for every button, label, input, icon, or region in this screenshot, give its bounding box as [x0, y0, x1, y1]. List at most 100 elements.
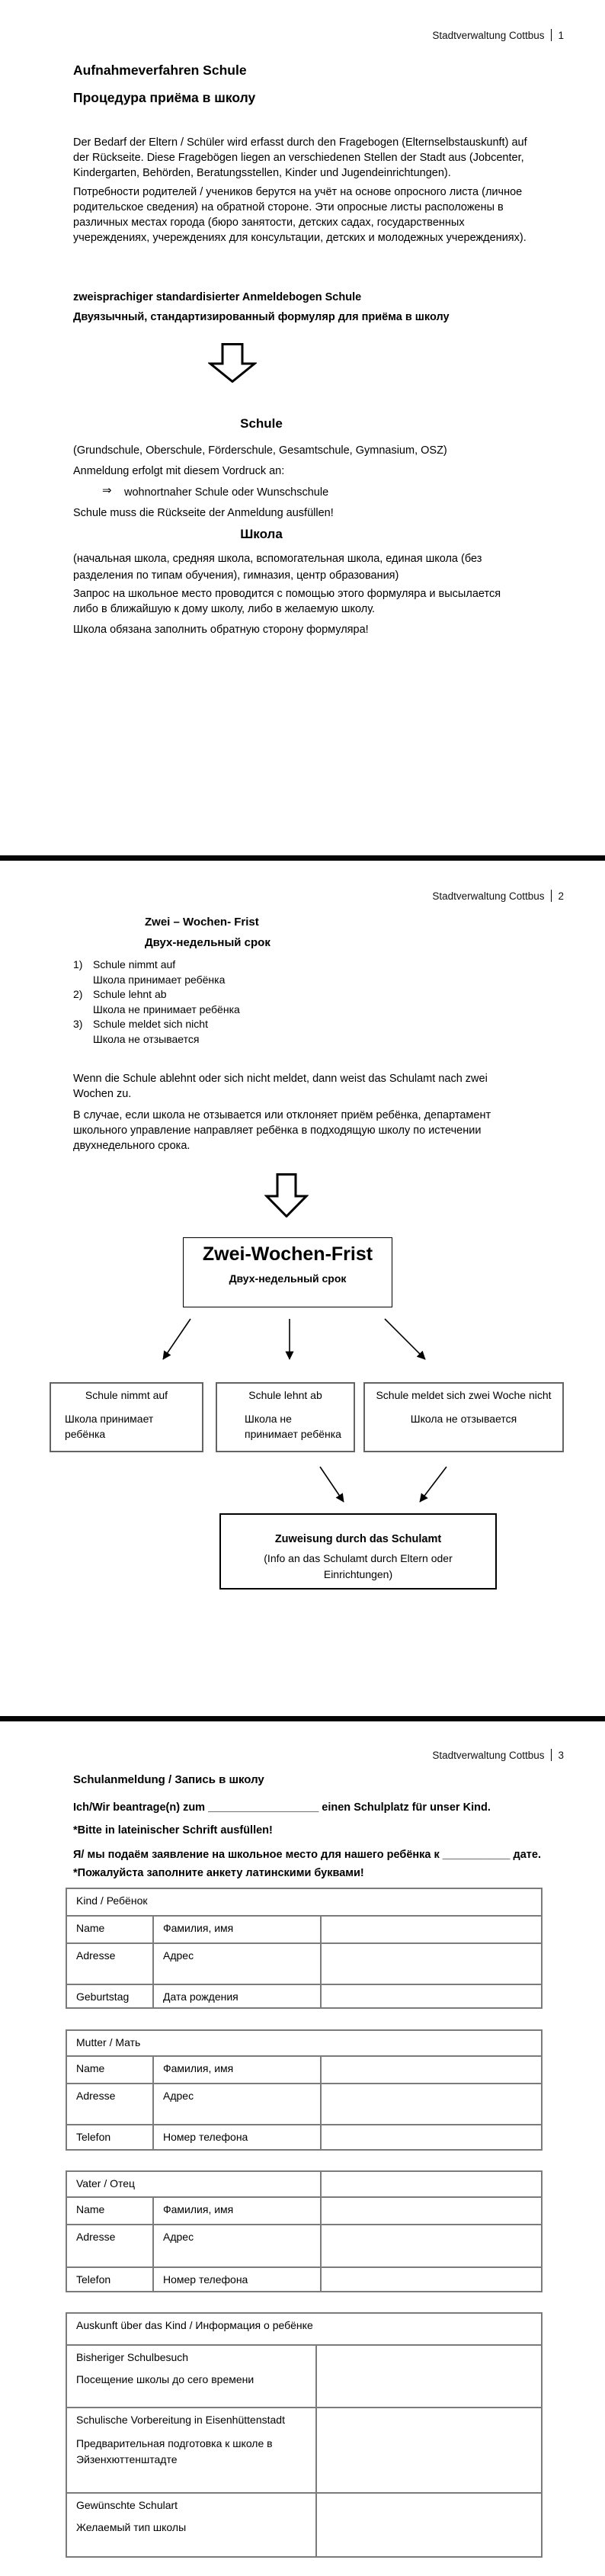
two-week-box-title: Zwei-Wochen-Frist [202, 1243, 373, 1265]
header-divider [551, 890, 552, 902]
label-ru-cell: Фамилия, имя [152, 2055, 322, 2084]
value-cell [320, 2196, 543, 2225]
label-ru-cell: Фамилия, имя [152, 1915, 322, 1944]
school-types-ru: (начальная школа, средняя школа, вспомог… [73, 553, 482, 582]
label-cell: Bisheriger Schulbesuch Посещение школы д… [66, 2344, 317, 2408]
label-ru: Посещение школы до сего времени [76, 2373, 254, 2385]
list-text-de: Schule meldet sich nicht [93, 1018, 208, 1030]
list-text-de: Schule nimmt auf [93, 958, 176, 970]
option-box-de: Schule lehnt ab [248, 1389, 322, 1401]
option-box-ru: Школа принимает ребёнка [65, 1413, 154, 1440]
label-de: Bisheriger Schulbesuch [76, 2351, 189, 2363]
label-de-cell: Name [66, 2196, 154, 2225]
rueckseite-line: Schule muss die Rückseite der Anmeldung … [73, 507, 334, 519]
option-box-ru: Школа не отзывается [410, 1413, 517, 1425]
value-cell [319, 1984, 543, 2009]
frist-paragraph-de: Wenn die Schule ablehnt oder sich nicht … [73, 1073, 488, 1100]
page-number: 1 [558, 30, 564, 41]
apply-line-de: Ich/Wir beantrage(n) zum _______________… [73, 1801, 491, 1814]
value-cell [319, 2055, 543, 2084]
label-cell: Schulische Vorbereitung in Eisenhüttenst… [66, 2407, 317, 2494]
down-arrow-icon [208, 343, 257, 383]
option-box-ru: Школа не принимает ребёнка [245, 1413, 341, 1440]
list-text-ru: Школа не отзывается [93, 1032, 200, 1045]
option-box-accept: Schule nimmt auf Школа принимает ребёнка [50, 1382, 203, 1452]
list-number: 3) [73, 1018, 83, 1030]
list-item: 1)Schule nimmt auf Школа принимает ребён… [73, 958, 225, 987]
down-arrow-icon [264, 1173, 309, 1217]
header-title: Stadtverwaltung Cottbus [432, 890, 545, 902]
school-types-de: (Grundschule, Oberschule, Förderschule, … [73, 444, 447, 457]
section-heading-schule: Schule [240, 416, 283, 431]
table-auskunft: Auskunft über das Kind / Информация о ре… [65, 2312, 543, 2558]
list-number: 1) [73, 958, 83, 970]
page-number: 2 [558, 890, 564, 902]
must-fill-line-ru: Школа обязана заполнить обратную сторону… [73, 624, 369, 636]
label-de-cell: Adresse [66, 1942, 154, 1985]
label-ru: Предварительная подготовка к школе в Эйз… [76, 2437, 273, 2465]
label-ru: Желаемый тип школы [76, 2521, 187, 2533]
table-caption: Mutter / Мать [65, 2029, 543, 2057]
label-ru-cell: Номер телефона [152, 2266, 322, 2292]
label-ru-cell: Адрес [152, 1942, 322, 1985]
page-number: 3 [558, 1750, 564, 1761]
option-box-reject: Schule lehnt ab Школа не принимает ребён… [216, 1382, 355, 1452]
page-2: Stadtverwaltung Cottbus 2 Zwei – Wochen- … [0, 861, 605, 1716]
label-ru-cell: Адрес [152, 2224, 322, 2268]
two-week-box-subtitle: Двух-недельный срок [229, 1272, 347, 1285]
document-title-ru: Процедура приёма в школу [73, 90, 256, 105]
document-title-de: Aufnahmeverfahren Schule [73, 63, 247, 78]
page-header: Stadtverwaltung Cottbus 1 [432, 29, 564, 41]
option-box-de: Schule nimmt auf [85, 1389, 168, 1401]
label-de-cell: Name [66, 1915, 154, 1944]
label-ru-cell: Номер телефона [152, 2124, 322, 2151]
request-paragraph-ru: Запрос на школьное место проводится с по… [73, 588, 501, 615]
table-caption: Vater / Отец [65, 2170, 322, 2198]
option-box-no-reply: Schule meldet sich zwei Woche nicht Школ… [363, 1382, 564, 1452]
two-week-box: Zwei-Wochen-Frist Двух-недельный срок [183, 1237, 392, 1307]
label-ru-cell: Дата рождения [152, 1984, 322, 2009]
value-cell [319, 2124, 543, 2151]
apply-line-ru: Я/ мы подаём заявление на школьное место… [73, 1849, 541, 1861]
value-cell [315, 2492, 543, 2558]
value-cell [319, 1942, 543, 1985]
page-1: Stadtverwaltung Cottbus 1 Aufnahmeverfahr… [0, 0, 605, 855]
value-cell [320, 2170, 543, 2198]
form-subtitle-ru: Двуязычный, стандартизированный формуляр… [73, 311, 450, 323]
label-ru-cell: Фамилия, имя [152, 2196, 322, 2225]
page-3: Stadtverwaltung Cottbus 3 Schulanmeldung … [0, 1721, 605, 2576]
page-header: Stadtverwaltung Cottbus 2 [432, 890, 564, 902]
page-header: Stadtverwaltung Cottbus 3 [432, 1749, 564, 1761]
option-box-de: Schule meldet sich zwei Woche nicht [376, 1389, 552, 1401]
table-caption: Kind / Ребёнок [65, 1888, 543, 1917]
page-separator [0, 855, 605, 861]
intro-paragraph-de: Der Bedarf der Eltern / Schüler wird erf… [73, 136, 527, 179]
double-arrow-icon: ⇒ [102, 484, 112, 497]
label-de: Gewünschte Schulart [76, 2499, 178, 2511]
value-cell [319, 2083, 543, 2125]
table-caption: Auskunft über das Kind / Информация о ре… [65, 2312, 543, 2346]
latin-script-line-ru: *Пожалуйста заполните анкету латинскими … [73, 1867, 364, 1879]
registration-title: Schulanmeldung / Запись в школу [73, 1773, 264, 1786]
list-item: 3) Schule meldet sich nicht Школа не отзы… [73, 1017, 208, 1047]
list-text-ru: Школа не принимает ребёнка [93, 1002, 240, 1015]
list-number: 2) [73, 988, 83, 1000]
header-title: Stadtverwaltung Cottbus [432, 30, 545, 41]
label-de: Schulische Vorbereitung in Eisenhüttenst… [76, 2414, 285, 2426]
value-cell [315, 2407, 543, 2494]
assignment-box: Zuweisung durch das Schulamt (Info an da… [219, 1513, 497, 1590]
label-cell: Gewünschte Schulart Желаемый тип школы [66, 2492, 317, 2558]
frist-paragraph-ru: В случае, если школа не отзывается или о… [73, 1109, 491, 1152]
list-item: 2)Schule lehnt ab Школа не принимает реб… [73, 987, 240, 1017]
label-de-cell: Name [66, 2055, 154, 2084]
header-title: Stadtverwaltung Cottbus [432, 1750, 545, 1761]
frist-title-de: Zwei – Wochen- Frist [145, 916, 259, 929]
label-de-cell: Telefon [66, 2124, 154, 2151]
value-cell [319, 1915, 543, 1944]
latin-script-line-de: *Bitte in lateinischer Schrift ausfüllen… [73, 1824, 273, 1837]
label-de-cell: Geburtstag [66, 1984, 154, 2009]
header-divider [551, 1749, 552, 1761]
